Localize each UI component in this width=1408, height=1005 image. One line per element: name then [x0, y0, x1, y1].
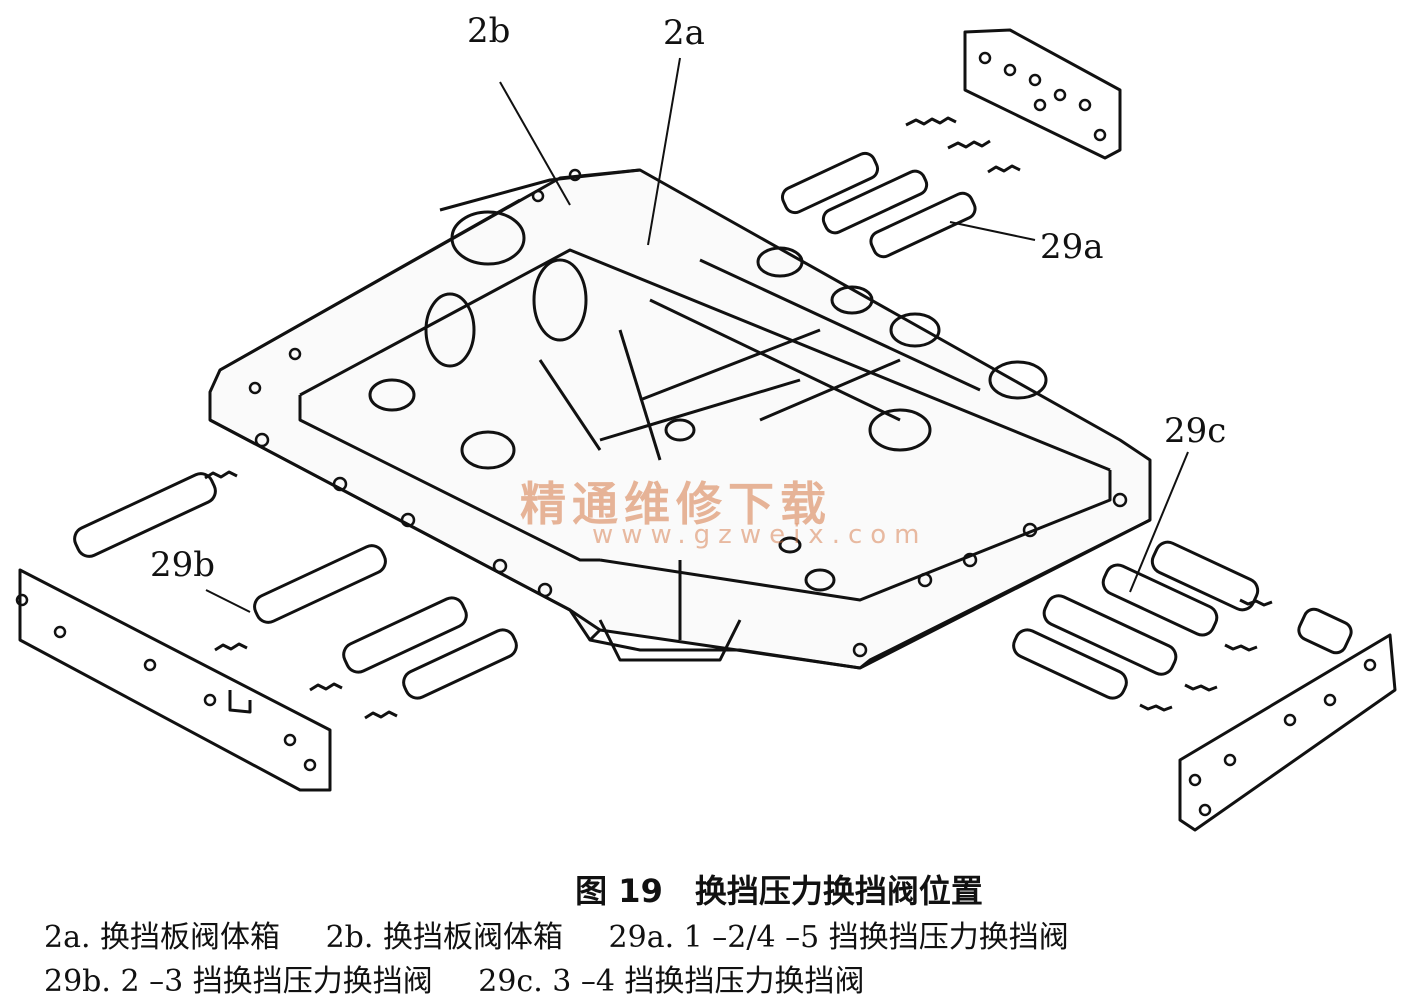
- legend-item-2b: 2b. 换挡板阀体箱: [325, 920, 563, 955]
- callout-29c: 29c: [1164, 411, 1227, 451]
- separator-plate-lower-left: [15, 568, 332, 792]
- callout-2b: 2b: [467, 11, 511, 51]
- separator-plate-lower-right: [1178, 633, 1397, 832]
- valve-stack-29a: [780, 116, 1021, 259]
- legend-item-29a: 29a. 1 –2/4 –5 挡换挡压力换挡阀: [608, 920, 1069, 955]
- mounting-holes: [248, 168, 1128, 658]
- valve-stack-29b: [73, 470, 518, 720]
- separator-plate-upper-right: [963, 28, 1122, 160]
- legend-item-2a: 2a. 换挡板阀体箱: [44, 920, 281, 955]
- watermark-url: www.gzweix.com: [592, 520, 928, 550]
- watermark-text: 精通维修下载: [520, 477, 832, 531]
- figure-caption-title: 图 19 换挡压力换挡阀位置: [575, 872, 983, 910]
- leader-lines: [205, 57, 1189, 613]
- valve-stack-29c: [1012, 540, 1353, 712]
- legend-line-1: 2a. 换挡板阀体箱 2b. 换挡板阀体箱 29a. 1 –2/4 –5 挡换挡…: [44, 912, 1105, 956]
- callout-2a: 2a: [663, 13, 705, 53]
- valve-bores: [368, 210, 1048, 592]
- callout-29a: 29a: [1040, 227, 1104, 267]
- legend-line-2: 29b. 2 –3 挡换挡压力换挡阀 29c. 3 –4 挡换挡压力换挡阀: [44, 956, 901, 1000]
- legend-item-29b: 29b. 2 –3 挡换挡压力换挡阀: [44, 964, 433, 999]
- legend-item-29c: 29c. 3 –4 挡换挡压力换挡阀: [478, 964, 865, 999]
- valve-body-illustration: [15, 28, 1397, 832]
- callout-29b: 29b: [150, 545, 216, 585]
